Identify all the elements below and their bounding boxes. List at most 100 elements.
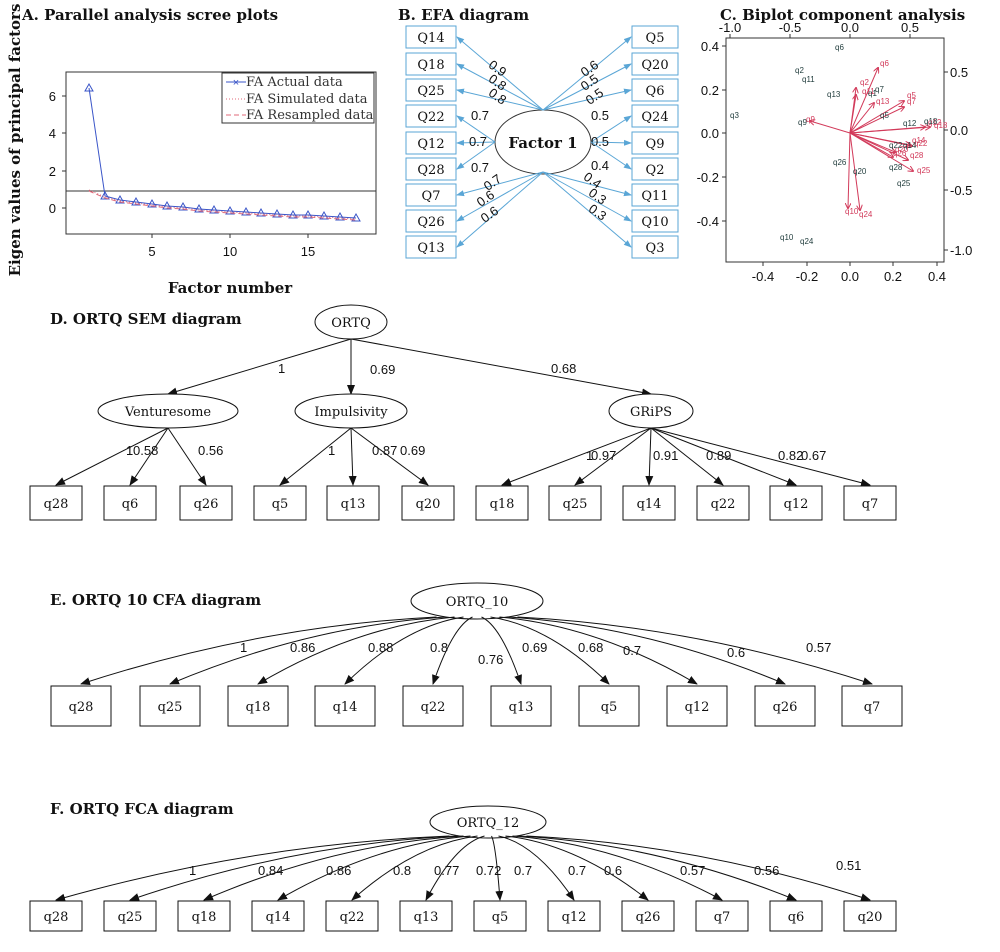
sem-item-loading: 1	[328, 443, 335, 458]
biplot-loading-arrow	[810, 121, 851, 134]
item-label: q12	[784, 497, 809, 512]
sem-item-path	[645, 427, 654, 486]
item-box	[314, 685, 376, 727]
item-box	[621, 900, 675, 932]
item-box	[103, 900, 157, 932]
fca12-diagram: ORTQ_121q280.84q250.86q180.8q140.77q220.…	[29, 805, 897, 932]
fca12-item-path	[498, 835, 575, 901]
efa-item-label: Q25	[417, 84, 444, 99]
scree-actual-point	[256, 207, 266, 217]
sem-item-path	[650, 427, 797, 486]
item-label: q7	[864, 700, 881, 715]
sem-item-path	[650, 427, 871, 487]
efa-item-arrow	[456, 88, 544, 111]
biplot-point-label: q11	[802, 75, 815, 84]
efa-item-arrow	[456, 139, 496, 146]
efa-item-loading: 0.3	[586, 201, 609, 224]
sem-root-label: ORTQ	[331, 316, 371, 331]
sem-item-path	[279, 427, 352, 486]
efa-item-box	[631, 157, 679, 181]
efa-item-box	[631, 78, 679, 102]
efa-item-arrow	[542, 88, 632, 111]
biplot-arrow-label: q24	[859, 210, 873, 219]
efa-item-label: Q6	[646, 84, 665, 99]
biplot-top-tick-label: 0.0	[841, 20, 859, 35]
fca12-root-label: ORTQ_12	[457, 816, 520, 831]
sem-latent-loading: 0.68	[551, 361, 576, 376]
biplot-top-tick-label: -0.5	[779, 20, 801, 35]
item-label: q14	[266, 910, 291, 925]
item-box	[696, 485, 750, 521]
efa-item-loading: 0.8	[486, 85, 509, 108]
panel-a-scree: A. Parallel analysis scree plots Eigen v…	[6, 4, 377, 297]
biplot-right-tick-label: 0.5	[950, 65, 968, 80]
efa-item-arrow	[456, 171, 544, 222]
panel-a-ytick-label: 2	[49, 164, 56, 179]
efa-item-box	[631, 104, 679, 128]
cfa10-item-loading: 0.69	[522, 640, 547, 655]
biplot-arrow-label: q7	[907, 97, 916, 106]
efa-item-arrow	[456, 141, 496, 170]
biplot-left-tick-label: -0.4	[697, 214, 719, 229]
sem-item-loading: 0.82	[778, 448, 803, 463]
item-box	[754, 685, 816, 727]
efa-item-arrow	[456, 115, 496, 143]
sem-item-loading: 0.89	[706, 448, 731, 463]
fca12-item-loading: 0.86	[326, 863, 351, 878]
biplot-point-label: q3	[730, 111, 739, 120]
item-label: q5	[492, 910, 509, 925]
legend-simulated: FA Simulated data	[246, 92, 368, 107]
item-label: q12	[685, 700, 710, 715]
item-box	[547, 900, 601, 932]
cfa10-item-loading: 0.6	[727, 645, 745, 660]
fca12-item-loading: 0.6	[604, 863, 622, 878]
efa-item-label: Q20	[641, 58, 668, 73]
cfa10-item-path	[169, 616, 446, 685]
sem-item-path	[501, 427, 652, 486]
item-label: q6	[122, 497, 139, 512]
cfa10-item-loading: 0.7	[623, 643, 641, 658]
scree-actual-point	[303, 209, 313, 219]
sem-item-loading: 1	[126, 443, 133, 458]
biplot-bottom-tick-label: 0.4	[928, 269, 946, 284]
biplot-loading-arrow	[849, 107, 904, 134]
sem-item-path	[129, 427, 169, 486]
efa-item-box	[405, 52, 457, 76]
scree-actual-point	[131, 196, 141, 206]
item-box	[769, 485, 823, 521]
efa-item-label: Q18	[417, 58, 444, 73]
efa-item-arrow	[456, 171, 544, 197]
biplot-point-label: q22	[889, 141, 903, 150]
panel-b-title: B. EFA diagram	[398, 6, 529, 24]
item-label: q18	[490, 497, 515, 512]
biplot-point-label: q6	[835, 43, 844, 52]
legend-actual: FA Actual data	[246, 75, 343, 90]
item-label: q14	[637, 497, 662, 512]
efa-item-box	[631, 52, 679, 76]
scree-actual-point	[162, 200, 172, 210]
panel-a-series	[84, 82, 361, 222]
efa-item-label: Q2	[646, 163, 665, 178]
fca12-item-loading: 0.77	[434, 863, 459, 878]
cfa10-item-path	[508, 616, 786, 685]
fca12-item-path	[203, 835, 464, 901]
biplot-arrow-label: q10	[845, 207, 859, 216]
scree-resampled-line	[88, 190, 357, 221]
panel-a-xtick-label: 10	[223, 244, 237, 259]
biplot-right-tick-label: -1.0	[950, 243, 972, 258]
fca12-item-loading: 0.51	[836, 858, 861, 873]
item-label: q13	[341, 497, 366, 512]
item-label: q14	[333, 700, 358, 715]
efa-item-label: Q28	[417, 163, 444, 178]
efa-factor-label: Factor 1	[508, 134, 577, 152]
scree-actual-point	[288, 209, 298, 219]
biplot-point-label: q1	[868, 89, 877, 98]
biplot-right-tick-label: 0.0	[950, 123, 968, 138]
efa-item-arrow	[542, 36, 632, 111]
fca12-item-path	[351, 835, 478, 901]
